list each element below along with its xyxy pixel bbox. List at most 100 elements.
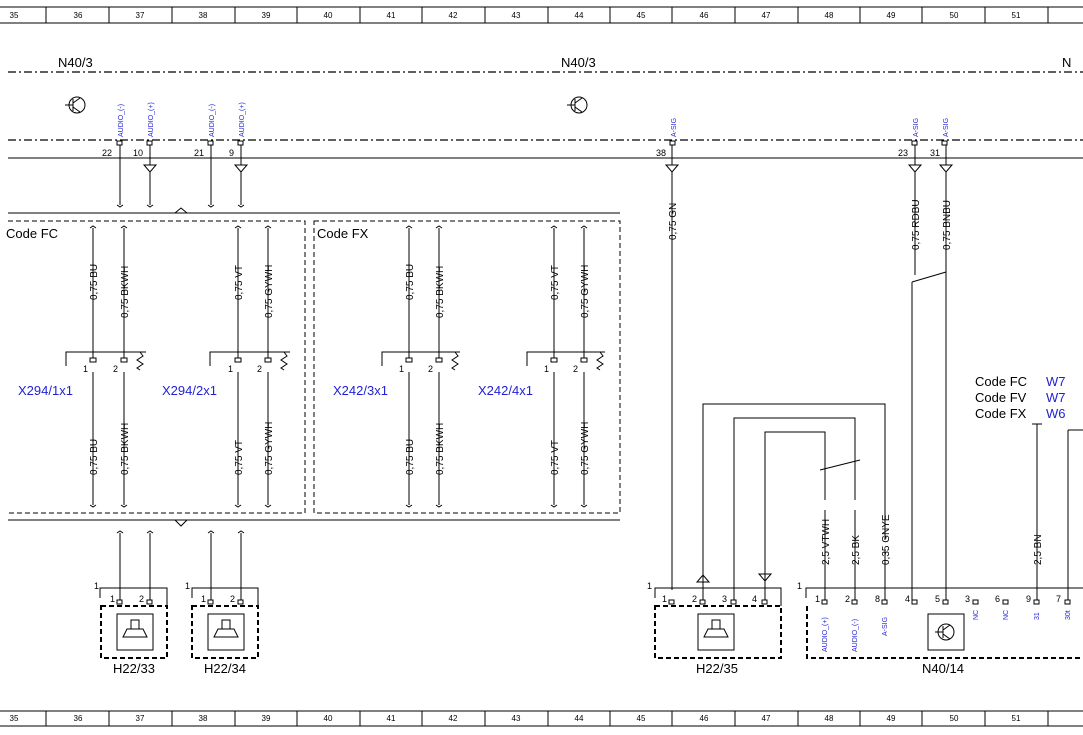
wire-label-gywh: 0,75 GYWH	[264, 265, 275, 318]
code-box-fx	[313, 220, 621, 514]
speaker-pin-1: 1	[110, 594, 115, 604]
pin-23-number: 23	[898, 148, 908, 158]
ruler-41: 41	[387, 11, 396, 20]
module-pin-2-signal: AUDIO_(-)	[852, 619, 859, 652]
speaker-icon	[703, 619, 729, 638]
module-pin-1: 1	[815, 594, 820, 604]
module-pin-6-signal: NC	[1003, 610, 1010, 620]
ruler-51: 51	[1012, 714, 1021, 723]
wire-label-vt: 0,75 VT	[550, 265, 561, 300]
speaker-icon	[213, 619, 239, 638]
connector-pin-1: 1	[228, 364, 233, 374]
wire-label-gywh: 0,75 GYWH	[580, 422, 591, 475]
connector-pin-2: 2	[257, 364, 262, 374]
wire-label-vtwh: 2,5 VTWH	[821, 519, 832, 565]
connector-pin-1: 1	[83, 364, 88, 374]
top-pin-stubs	[116, 140, 948, 146]
ruler-46: 46	[700, 714, 709, 723]
module-pin-7: 7	[1056, 594, 1061, 604]
n40-3-label-right: N	[1062, 55, 1071, 70]
ruler-47: 47	[762, 11, 771, 20]
connector-x242-4x1: X242/4x1	[478, 383, 533, 398]
speaker-pin-1: 1	[662, 594, 667, 604]
connector-pin-2: 2	[113, 364, 118, 374]
ruler-48: 48	[825, 714, 834, 723]
inline-connector	[65, 351, 605, 371]
speaker-pin-2: 2	[139, 594, 144, 604]
ruler-41: 41	[387, 714, 396, 723]
wire-label-vt: 0,75 VT	[234, 265, 245, 300]
speaker-pin-1: 1	[647, 581, 652, 591]
ruler-45: 45	[637, 11, 646, 20]
pin-9-number: 9	[229, 148, 234, 158]
ruler-40: 40	[324, 11, 333, 20]
wire-label-bk: 2,5 BK	[851, 535, 862, 565]
ruler-49: 49	[887, 714, 896, 723]
code-reference-list: Code FC W7 Code FV W7 Code FX W6	[975, 374, 1066, 421]
module-pin-8: 8	[875, 594, 880, 604]
pin-10-number: 10	[133, 148, 143, 158]
ruler-43: 43	[512, 11, 521, 20]
ruler-35: 35	[10, 714, 19, 723]
module-pin-1-marker: 1	[797, 581, 802, 591]
code-ref-code: Code FV	[975, 390, 1027, 405]
module-pin-4: 4	[905, 594, 910, 604]
top-ruler: 35 36 37 38 39 40 41 42 43 44 45 46 47 4…	[0, 6, 1083, 24]
speaker-h22-33: 1 1 2 H22/33	[94, 581, 168, 676]
speaker-h22-35: 1 1 2 3 4 H22/35	[647, 581, 782, 676]
speaker-pin-1: 1	[94, 581, 99, 591]
wire-label-vt: 0,75 VT	[234, 440, 245, 475]
speaker-h22-34: 1 1 2 H22/34	[185, 581, 259, 676]
wire-label-bkwh: 0,75 BKWH	[435, 266, 446, 318]
wire-label-bu: 0,75 BU	[405, 264, 416, 300]
pin-38-signal: A-SIG	[671, 118, 678, 137]
ruler-35: 35	[10, 11, 19, 20]
ruler-42: 42	[449, 714, 458, 723]
ruler-40: 40	[324, 714, 333, 723]
amplifier-icon	[567, 96, 588, 114]
speaker-h22-35-label: H22/35	[696, 661, 738, 676]
pin-22-number: 22	[102, 148, 112, 158]
pin-31-signal: A-SIG	[943, 118, 950, 137]
ruler-37: 37	[136, 714, 145, 723]
code-fc-label: Code FC	[6, 226, 58, 241]
bottom-ruler: 35 36 37 38 39 40 41 42 43 44 45 46 47 4…	[0, 710, 1083, 727]
module-pin-5: 5	[935, 594, 940, 604]
module-pin-7-signal: 30t	[1065, 610, 1072, 620]
ruler-50: 50	[950, 714, 959, 723]
speaker-h22-34-label: H22/34	[204, 661, 246, 676]
speaker-icon	[122, 619, 148, 638]
ruler-39: 39	[262, 714, 271, 723]
ruler-44: 44	[575, 714, 584, 723]
ruler-44: 44	[575, 11, 584, 20]
ruler-50: 50	[950, 11, 959, 20]
ruler-49: 49	[887, 11, 896, 20]
wire-label-gywh: 0,75 GYWH	[264, 422, 275, 475]
module-pin-9-signal: 31	[1034, 612, 1041, 620]
speaker-pin-4: 4	[752, 594, 757, 604]
wire-label-vt: 0,75 VT	[550, 440, 561, 475]
connector-pin-1: 1	[399, 364, 404, 374]
wire-label-bu: 0,75 BU	[89, 264, 100, 300]
ruler-38: 38	[199, 11, 208, 20]
module-pin-3: 3	[965, 594, 970, 604]
module-pin-3-signal: NC	[973, 610, 980, 620]
module-n40-14: 1 1 2 8 4 5 3 6 9 7 AUDIO_(+) AUDIO_(-) …	[797, 581, 1083, 676]
shield-triangle-icon	[757, 573, 773, 582]
wire-label-rdbu: 0,75 RDBU	[911, 199, 922, 250]
code-ref-code: Code FC	[975, 374, 1027, 389]
code-fx-label: Code FX	[317, 226, 369, 241]
ruler-51: 51	[1012, 11, 1021, 20]
ruler-46: 46	[700, 11, 709, 20]
code-ref-wire: W6	[1046, 406, 1066, 421]
connector-x242-3x1: X242/3x1	[333, 383, 388, 398]
connector-pin-2: 2	[573, 364, 578, 374]
ruler-36: 36	[74, 714, 83, 723]
connector-x294-1x1: X294/1x1	[18, 383, 73, 398]
pin-21-number: 21	[194, 148, 204, 158]
wire-label-bkwh: 0,75 BKWH	[120, 266, 131, 318]
pin-10-signal: AUDIO_(+)	[148, 102, 155, 137]
wire-label-bkwh: 0,75 BKWH	[120, 423, 131, 475]
code-ref-wire: W7	[1046, 390, 1066, 405]
ruler-38: 38	[199, 714, 208, 723]
